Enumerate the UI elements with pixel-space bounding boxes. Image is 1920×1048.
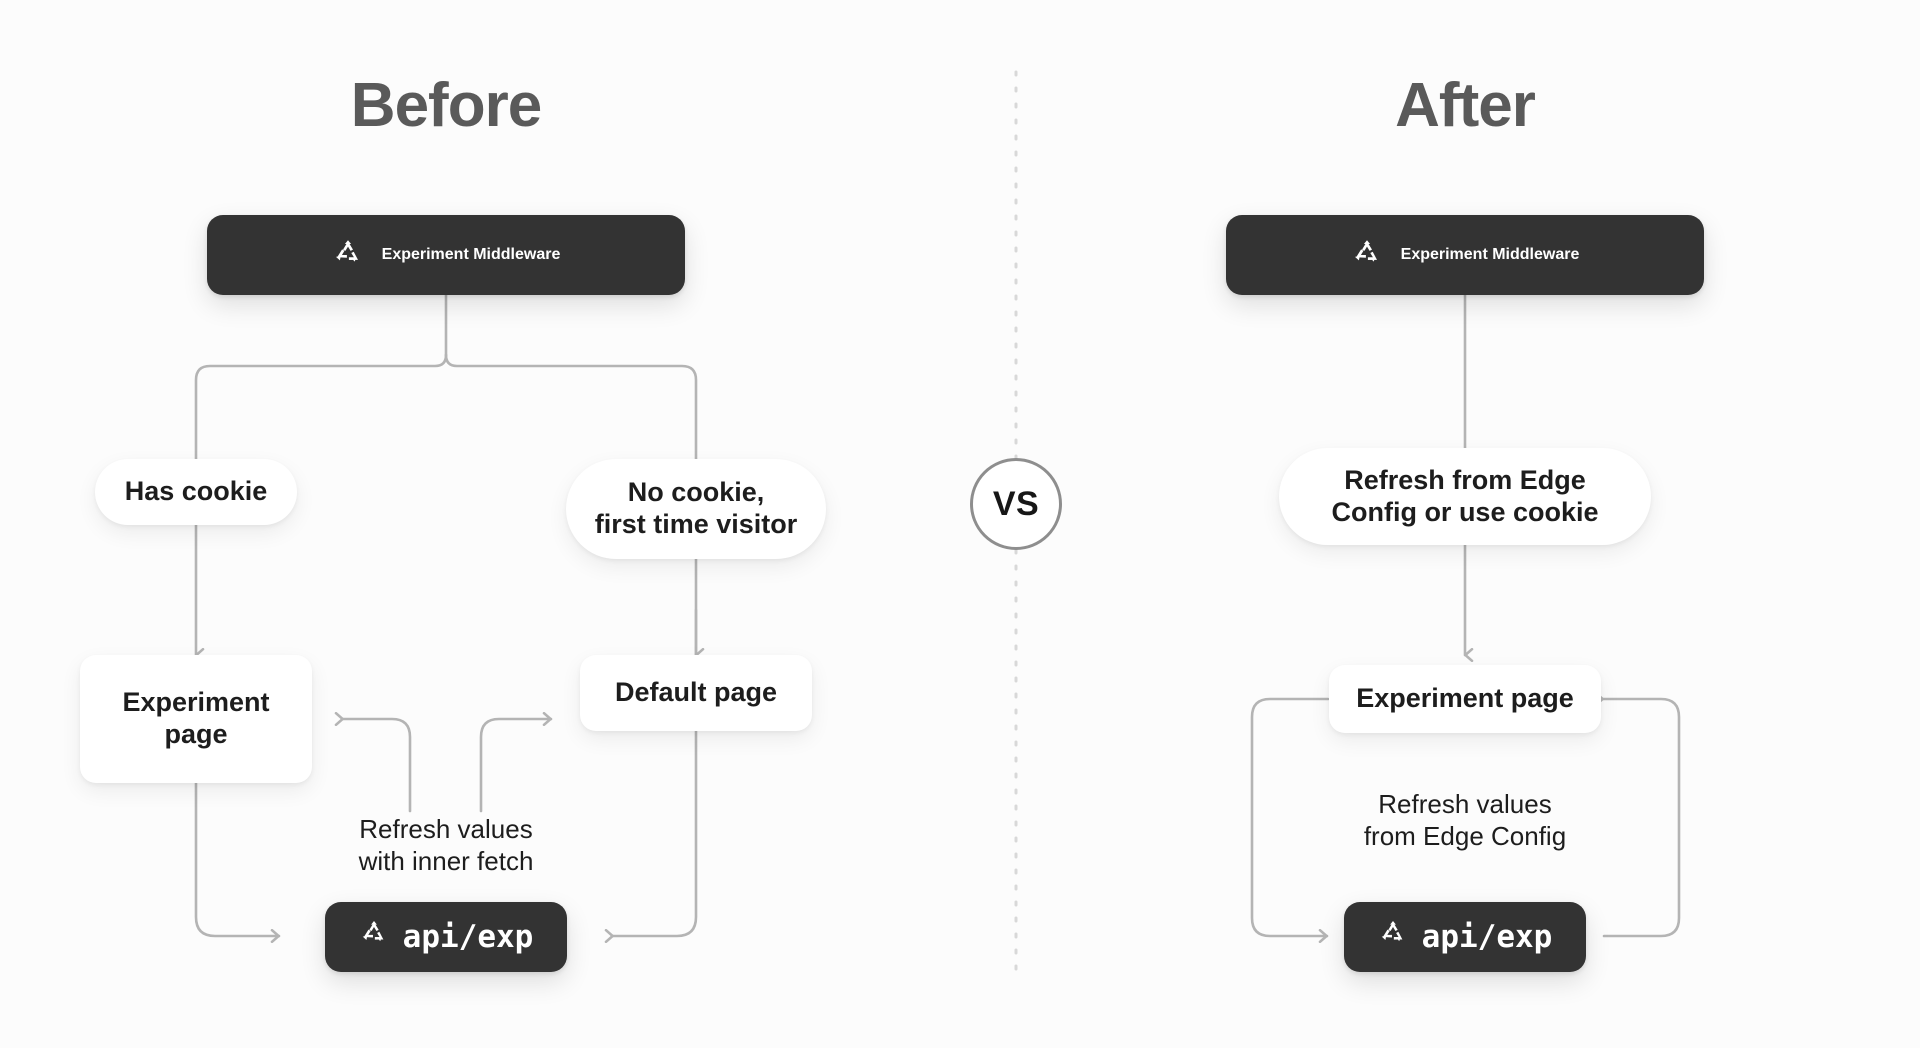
before-default-page-node[interactable]: Default page [580,655,812,731]
before-refresh-caption: Refresh values with inner fetch [358,814,534,876]
before-middleware-label: Experiment Middleware [381,245,561,263]
after-refresh-branch-node[interactable]: Refresh from Edge Config or use cookie [1279,448,1651,545]
before-no-cookie-node[interactable]: No cookie, first time visitor [566,459,826,559]
wire-before-fork-left [194,353,448,461]
wire-before-innerfetch-to-experimentpage [343,719,412,813]
vercel-triangle-refresh-icon [1351,237,1383,274]
vs-label: VS [992,484,1040,523]
before-has-cookie-label: Has cookie [124,476,268,507]
wire-before-fork-right [444,353,698,461]
before-no-cookie-label: No cookie, first time visitor [594,477,798,539]
wire-before-innerfetch-to-defaultpage [479,719,553,813]
vs-badge: VS [970,458,1062,550]
before-experiment-page-label: Experiment page [122,687,270,749]
vercel-triangle-refresh-icon [332,237,364,274]
before-default-page-label: Default page [614,677,778,708]
before-api-exp-node[interactable]: api/exp [325,902,567,972]
after-api-exp-label: api/exp [1421,918,1553,955]
after-api-exp-node[interactable]: api/exp [1344,902,1586,972]
before-has-cookie-node[interactable]: Has cookie [95,459,297,525]
after-refresh-caption: Refresh values from Edge Config [1363,789,1567,851]
vercel-triangle-refresh-icon [359,918,389,956]
before-experiment-page-node[interactable]: Experiment page [80,655,312,783]
vercel-triangle-refresh-icon [1378,918,1408,956]
after-experiment-page-label: Experiment page [1356,683,1574,714]
before-column-title: Before [350,71,542,140]
after-experiment-page-node[interactable]: Experiment page [1329,665,1601,733]
before-middleware-node[interactable]: Experiment Middleware [207,215,685,295]
after-middleware-node[interactable]: Experiment Middleware [1226,215,1704,295]
after-middleware-label: Experiment Middleware [1400,245,1580,263]
after-column-title: After [1395,71,1536,140]
after-refresh-branch-label: Refresh from Edge Config or use cookie [1331,464,1599,527]
before-api-exp-label: api/exp [402,918,534,955]
